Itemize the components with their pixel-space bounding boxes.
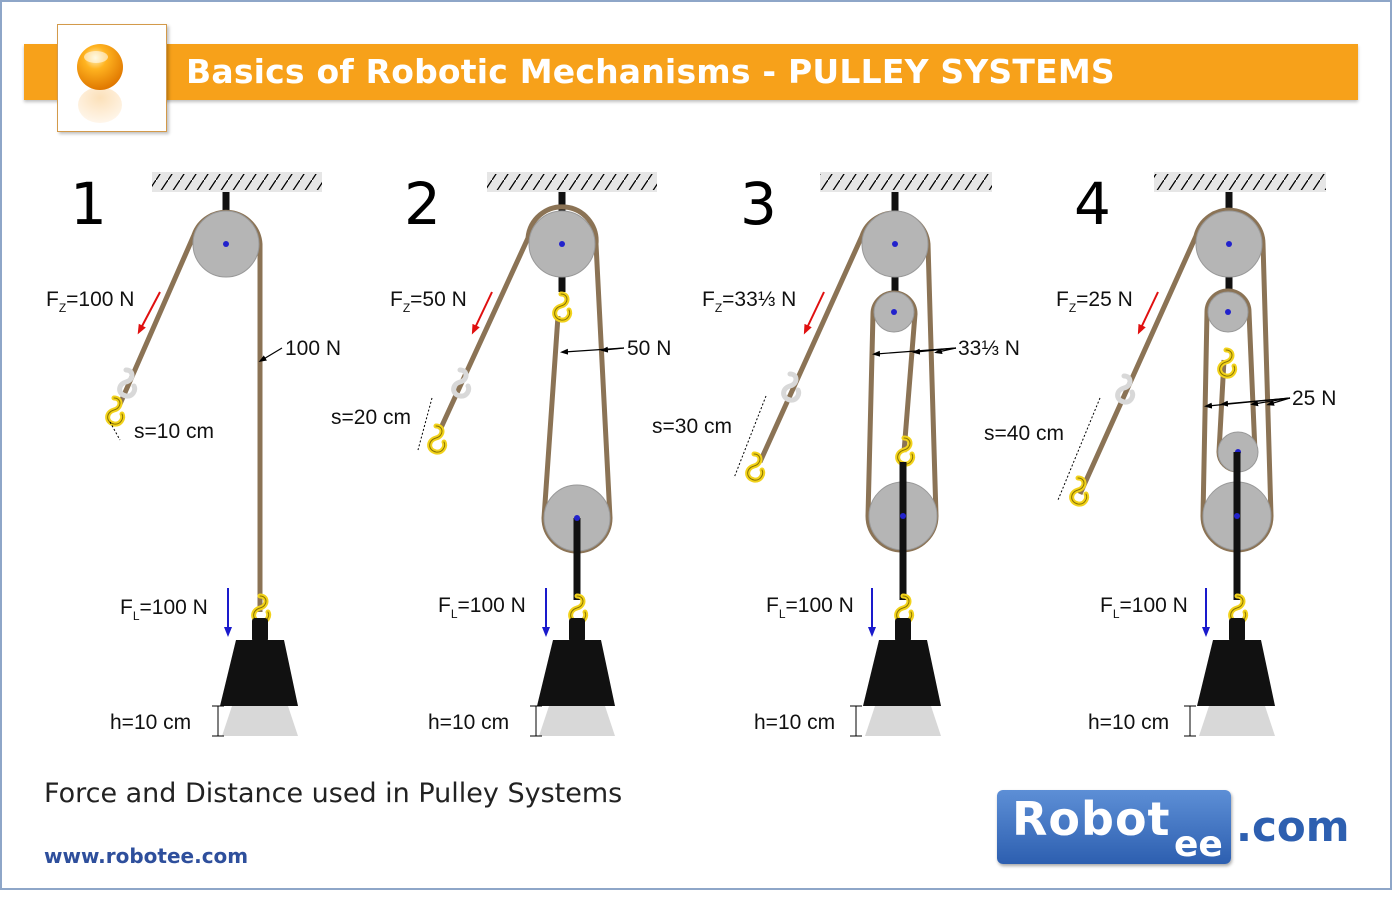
distance-label: s=40 cm <box>984 422 1064 445</box>
hook-icon <box>108 398 123 424</box>
force-arrow-icon <box>471 291 493 335</box>
hook-icon <box>748 454 763 480</box>
hook-icon <box>555 294 570 320</box>
orange-orb-icon <box>77 44 123 123</box>
distance-label: s=10 cm <box>134 420 214 443</box>
fl-label: FL=100 N <box>766 594 854 621</box>
diagram-4: 4 FZ=25 N 25 N s=40 cm FL=100 N <box>984 170 1336 737</box>
ghost-hook-icon <box>454 370 469 396</box>
fl-label: FL=100 N <box>1100 594 1188 621</box>
height-label: h=10 cm <box>110 711 191 734</box>
hook-icon <box>430 426 445 452</box>
title-banner <box>24 44 1358 100</box>
force-arrow-icon <box>1137 291 1159 335</box>
weight-icon <box>220 640 298 706</box>
weight-icon <box>863 640 941 706</box>
fl-label: FL=100 N <box>438 594 526 621</box>
weight-icon <box>1197 640 1275 706</box>
height-label: h=10 cm <box>754 711 835 734</box>
diagram-1: 1 FZ=100 N 100 N s=10 cm FL=100 N h=10 c… <box>46 170 341 737</box>
logo-sub-text: ee <box>1174 824 1223 865</box>
weight-icon <box>537 640 615 706</box>
force-arrow-icon <box>803 291 825 335</box>
logo-tld-text: .com <box>1236 802 1350 851</box>
orb-logo-box <box>57 24 167 132</box>
diagram-number: 1 <box>70 170 107 238</box>
rope-tension-label: 100 N <box>285 337 341 360</box>
diagram-number: 4 <box>1074 170 1111 238</box>
distance-label: s=20 cm <box>331 406 411 429</box>
fz-label: FZ=50 N <box>390 288 467 315</box>
distance-label: s=30 cm <box>652 415 732 438</box>
page-title: Basics of Robotic Mechanisms - PULLEY SY… <box>186 52 1115 91</box>
figure-caption: Force and Distance used in Pulley System… <box>44 778 623 809</box>
diagram-number: 3 <box>740 170 777 238</box>
diagram-2: 2 FZ=50 N 50 N s=20 cm FL=100 N h=10 cm <box>331 170 671 737</box>
robotee-logo[interactable] <box>997 790 1231 864</box>
height-label: h=10 cm <box>428 711 509 734</box>
diagram-3: 3 FZ=33⅓ N 33⅓ N s=30 cm FL=100 N h=10 c… <box>652 170 1020 737</box>
fz-label: FZ=25 N <box>1056 288 1133 315</box>
force-arrow-icon <box>137 291 161 335</box>
rope-tension-label: 33⅓ N <box>958 337 1020 360</box>
diagram-number: 2 <box>404 170 441 238</box>
hook-icon <box>1220 350 1235 376</box>
fl-label: FL=100 N <box>120 596 208 623</box>
rope-tension-label: 50 N <box>627 337 671 360</box>
fz-label: FZ=100 N <box>46 288 134 315</box>
hook-icon <box>1072 478 1087 504</box>
fz-label: FZ=33⅓ N <box>702 288 796 315</box>
footer-url-link[interactable]: www.robotee.com <box>44 844 249 868</box>
height-label: h=10 cm <box>1088 711 1169 734</box>
rope-tension-label: 25 N <box>1292 387 1336 410</box>
logo-main-text: Robot <box>1012 792 1171 846</box>
